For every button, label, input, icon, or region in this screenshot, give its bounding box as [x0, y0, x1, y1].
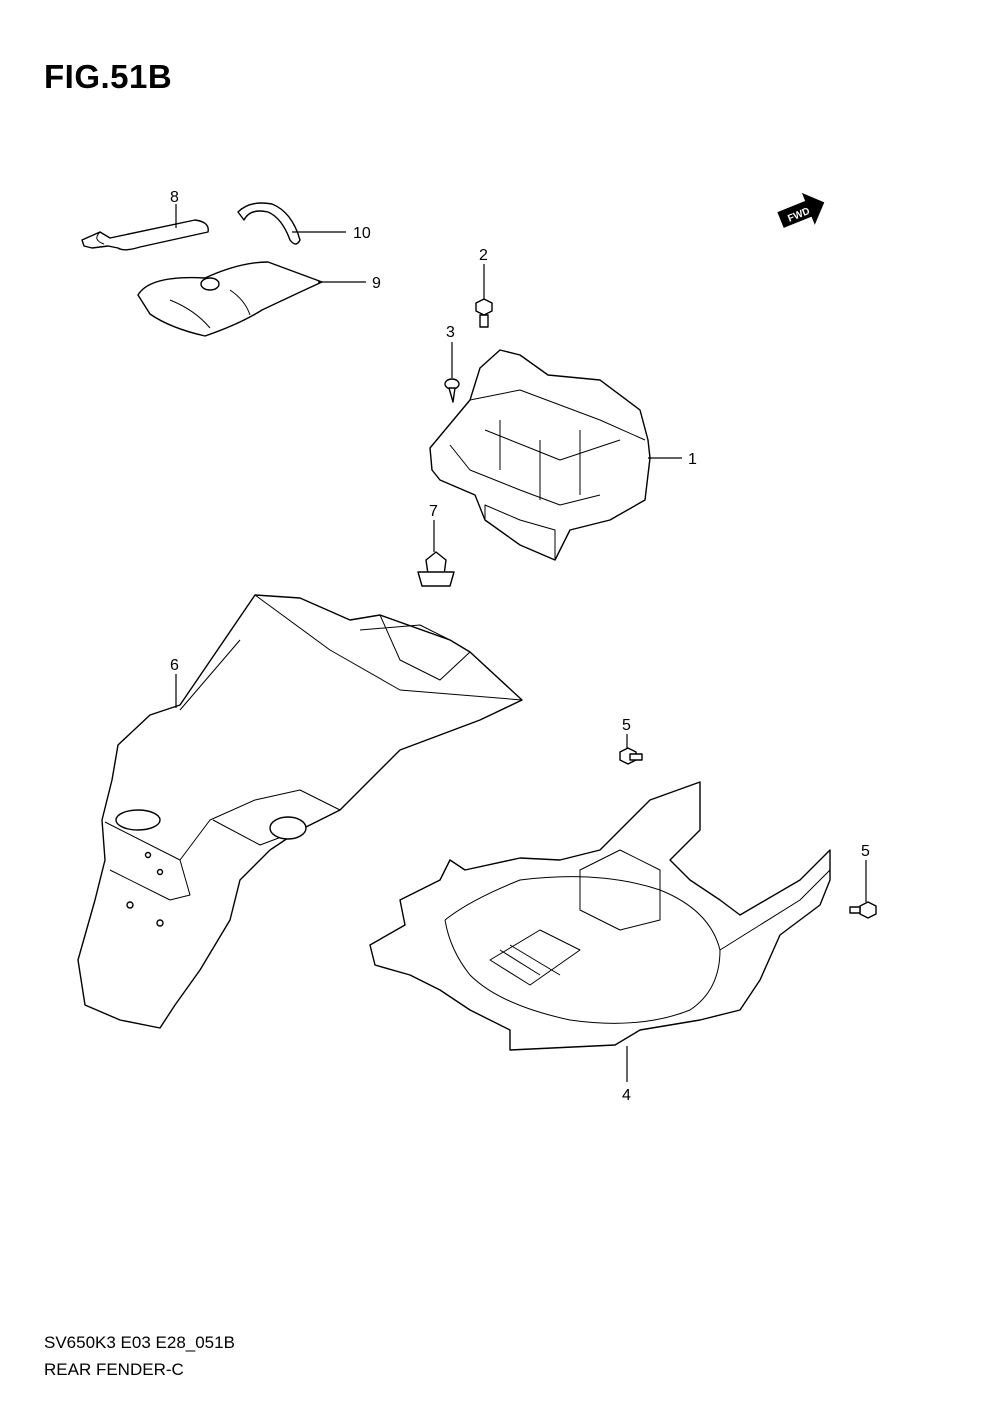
callout-3: 3: [446, 324, 455, 341]
part-7-clip[interactable]: [417, 551, 455, 587]
part-5-bolt-upper[interactable]: [619, 747, 643, 765]
callout-8: 9: [372, 275, 381, 292]
part-5-bolt-right[interactable]: [849, 901, 877, 919]
callout-4: 4: [622, 1087, 631, 1104]
forward-arrow-icon: FWD: [777, 192, 825, 228]
callout-7: 7: [429, 503, 438, 520]
part-10-strap[interactable]: [237, 202, 301, 245]
part-9-spanner[interactable]: [81, 219, 209, 251]
section-name: REAR FENDER-C: [44, 1360, 184, 1379]
part-3-screw[interactable]: [444, 378, 460, 403]
part-1-battery-holder[interactable]: [429, 349, 651, 561]
model-code: SV650K3 E03 E28_051B: [44, 1333, 235, 1352]
figure-title: FIG.51B: [44, 58, 173, 95]
callout-5-upper: 5: [622, 717, 631, 734]
callout-9: 8: [170, 189, 179, 206]
part-4-undertray[interactable]: [369, 781, 831, 1051]
callout-5-right: 5: [861, 843, 870, 860]
callout-6: 6: [170, 657, 179, 674]
part-8-tool-bag[interactable]: [137, 261, 323, 337]
callout-10: 10: [353, 225, 371, 242]
callout-1: 1: [688, 451, 697, 468]
callout-2: 2: [479, 247, 488, 264]
part-6-rear-fender[interactable]: [77, 594, 523, 1029]
part-2-bolt[interactable]: [475, 298, 493, 328]
